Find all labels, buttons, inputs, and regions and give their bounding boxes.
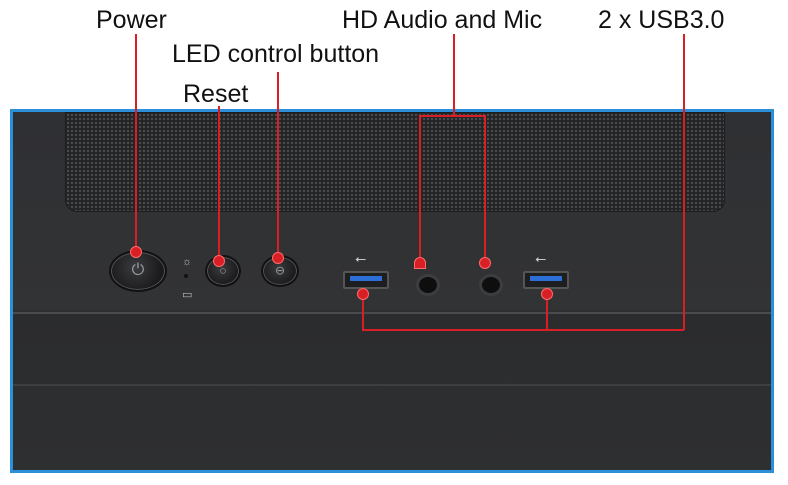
headphone-icon (414, 257, 426, 269)
label-hd-audio-and-mic: HD Audio and Mic (342, 6, 543, 34)
usb-marker-1 (357, 288, 369, 300)
usb-icon: ⭠ (535, 250, 547, 266)
label-reset: Reset (183, 80, 249, 108)
panel-seam (13, 384, 771, 386)
case-front-panel: ⏻ ☼ ▭ ○ ⊖ ⭠ ⭠ (10, 109, 774, 473)
power-icon: ⏻ (131, 261, 145, 279)
usb-marker-2 (541, 288, 553, 300)
reset-icon: ○ (219, 263, 227, 278)
panel-seam (13, 312, 771, 314)
reset-marker (213, 255, 225, 267)
power-marker (130, 246, 142, 258)
led-indicator (184, 274, 188, 278)
label-led-control-button: LED control button (172, 40, 380, 68)
microphone-icon (479, 257, 491, 269)
microphone-jack[interactable] (479, 274, 503, 296)
led-marker (272, 252, 284, 264)
hdd-icon: ▭ (182, 289, 193, 301)
audio-callout-bracket (419, 115, 486, 262)
ventilation-mesh (65, 112, 725, 212)
usb-callout-bracket (362, 294, 684, 331)
usb-icon: ⭠ (355, 250, 367, 266)
label-power: Power (96, 6, 167, 34)
label-usb: 2 x USB3.0 (598, 6, 725, 34)
lightbulb-icon: ☼ (182, 256, 193, 268)
headphone-jack[interactable] (416, 274, 440, 296)
led-icon: ⊖ (274, 263, 286, 278)
